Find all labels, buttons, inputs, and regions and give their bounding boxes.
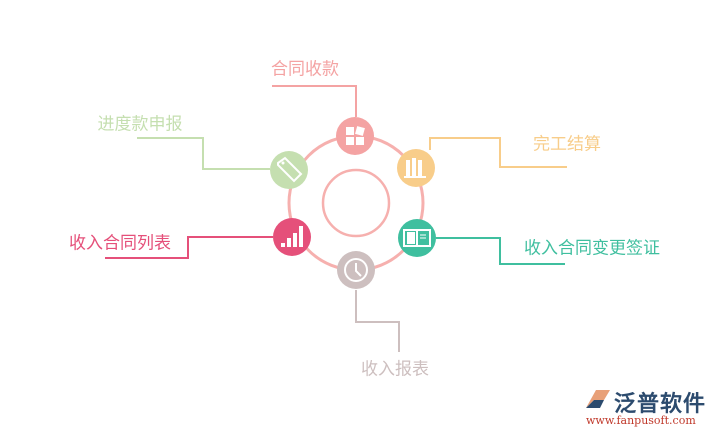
- bar-chart-icon: [273, 218, 311, 256]
- books-icon: [397, 149, 435, 187]
- node-label-contract-payment: 合同收款: [271, 59, 339, 80]
- node-label-completion-settlement: 完工结算: [533, 134, 601, 155]
- logo-mark-icon: [586, 390, 610, 408]
- connector-line: [355, 290, 400, 352]
- logo-name: 泛普软件: [614, 392, 707, 417]
- connector-line: [137, 137, 270, 170]
- node-label-contract-list: 收入合同列表: [69, 233, 171, 254]
- node-label-income-report: 收入报表: [361, 359, 429, 380]
- logo: 泛普软件 www.fanpusoft.com: [582, 386, 707, 430]
- tag-icon: [270, 151, 308, 189]
- logo-url: www.fanpusoft.com: [586, 414, 696, 427]
- clock-icon: [337, 251, 375, 289]
- node-label-progress-payment: 进度款申报: [97, 114, 183, 135]
- connector-line: [436, 237, 565, 265]
- inner-circle: [321, 168, 391, 238]
- connector-line: [429, 137, 567, 168]
- connector-line: [105, 236, 273, 259]
- node-label-contract-change: 收入合同变更签证: [524, 238, 660, 259]
- puzzle-icon: [336, 117, 374, 155]
- connector-line: [272, 85, 357, 117]
- open-book-icon: [398, 219, 436, 257]
